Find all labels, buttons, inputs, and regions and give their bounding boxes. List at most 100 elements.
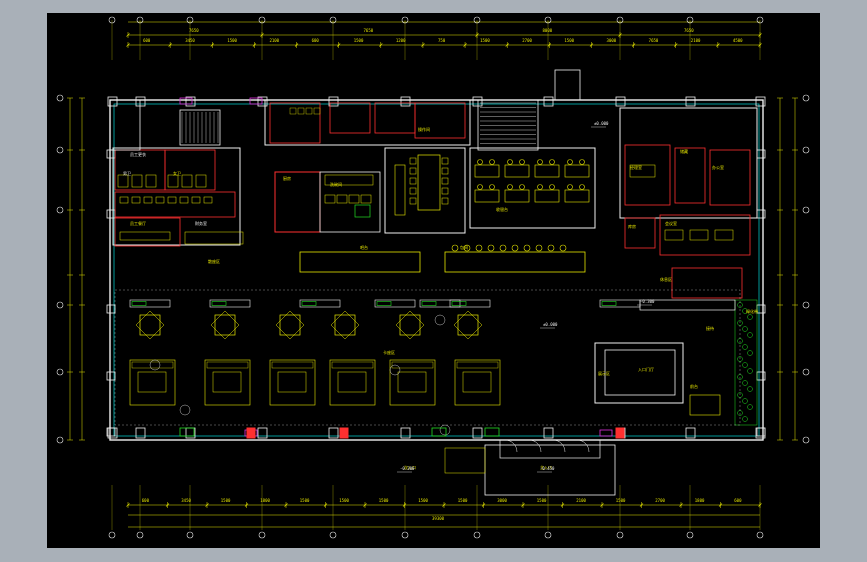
grid-bubble <box>802 146 810 154</box>
planter-shrub <box>742 416 748 422</box>
booth-cushion <box>131 301 147 306</box>
room-label: 收银台 <box>496 207 508 212</box>
dimension-text: 7650 <box>189 28 199 33</box>
grid-bubble <box>56 301 64 309</box>
chair <box>409 167 417 175</box>
planter-shrub <box>747 386 753 392</box>
structural-column <box>756 149 766 159</box>
grid-bubble <box>401 16 409 24</box>
dimension-text: 4500 <box>732 38 743 43</box>
office-desk-cluster <box>534 164 560 178</box>
dimension-tick <box>521 503 525 507</box>
window-marker <box>179 427 195 437</box>
manager-desk <box>629 164 656 178</box>
dimension-text: 1500 <box>378 498 389 503</box>
table-chairs <box>453 310 483 340</box>
entrance-vestibule <box>499 439 601 459</box>
grid-bubble <box>686 531 694 539</box>
structural-column <box>400 427 411 439</box>
elevation-mark: ±0.000 <box>543 322 558 327</box>
table-chairs <box>275 310 305 340</box>
structural-column <box>756 209 766 219</box>
reception-desk <box>689 394 721 416</box>
booth-seat <box>456 361 499 369</box>
booth-back <box>419 299 461 308</box>
grid-bubble <box>136 531 144 539</box>
potted-plant <box>434 314 446 326</box>
office-workspace-wall <box>469 147 596 229</box>
dimension-text: 1500 <box>564 38 575 43</box>
lift-shaft <box>109 99 141 151</box>
bar-stool <box>535 244 543 252</box>
locker <box>143 196 153 204</box>
office-chair <box>489 159 495 165</box>
fire-door <box>246 427 256 439</box>
dimension-text: 2700 <box>655 498 665 503</box>
dimension-tick <box>402 503 407 507</box>
bar-stool <box>475 244 483 252</box>
locker <box>131 196 141 204</box>
booth-cushion <box>301 301 317 306</box>
room-label: 休息区 <box>660 277 672 282</box>
room-label: 储藏 <box>680 149 688 154</box>
window-marker <box>431 427 447 437</box>
lounge-booth <box>204 359 251 406</box>
structural-column <box>756 304 766 314</box>
kitchen-fixture <box>313 107 321 115</box>
square-table <box>399 314 421 336</box>
door-marker <box>599 429 613 437</box>
office-chair <box>549 184 555 190</box>
entry-door-swing <box>504 439 518 453</box>
toilet-stall <box>117 174 129 188</box>
planter-shrub <box>742 344 748 350</box>
bar-stool <box>499 244 507 252</box>
square-table <box>279 314 301 336</box>
dimension-tick <box>126 43 130 47</box>
dimension-tick <box>421 43 425 47</box>
dimension-tick <box>674 43 678 47</box>
office-chair <box>537 159 543 165</box>
service-core-wall <box>112 147 241 246</box>
kitchen-prep-room <box>274 171 321 233</box>
office-chair <box>477 159 483 165</box>
booth-table <box>277 371 307 393</box>
storeroom <box>624 217 656 249</box>
bar-stool <box>523 244 531 252</box>
dimension-text: 3000 <box>497 498 507 503</box>
office-desk-cluster <box>564 164 590 178</box>
structural-column <box>615 96 626 107</box>
locker <box>179 196 189 204</box>
display-area <box>594 342 684 404</box>
chair <box>409 187 417 195</box>
office-desk-cluster <box>504 189 530 203</box>
grid-bubble <box>186 16 194 24</box>
office-chair <box>579 184 585 190</box>
dimension-tick <box>560 503 565 507</box>
window-marker <box>484 427 500 437</box>
potted-plant <box>389 364 401 376</box>
booth-back <box>374 299 416 308</box>
structural-column <box>400 96 411 107</box>
grid-bubble <box>56 368 64 376</box>
dimension-text: 1500 <box>615 498 626 503</box>
booth-seat <box>271 361 314 369</box>
room-label: 前台 <box>690 384 698 389</box>
grid-bubble <box>56 94 64 102</box>
grid-bubble <box>108 531 116 539</box>
stair <box>179 109 221 146</box>
lounge-room <box>671 267 743 299</box>
booth-back <box>299 299 341 308</box>
cooking-equipment <box>348 194 360 204</box>
toilet-stall <box>181 174 193 188</box>
booth-table <box>212 371 242 393</box>
grid-bubble <box>258 16 266 24</box>
bar-stool <box>451 244 459 252</box>
dimension-tick <box>631 43 636 47</box>
dimension-text: 2100 <box>269 38 280 43</box>
planter-shrub <box>742 362 748 368</box>
room-label: 主入口 <box>540 465 552 470</box>
room-label: 次入口 <box>404 465 416 470</box>
office-chair <box>537 184 543 190</box>
toilet-stall <box>167 174 179 188</box>
